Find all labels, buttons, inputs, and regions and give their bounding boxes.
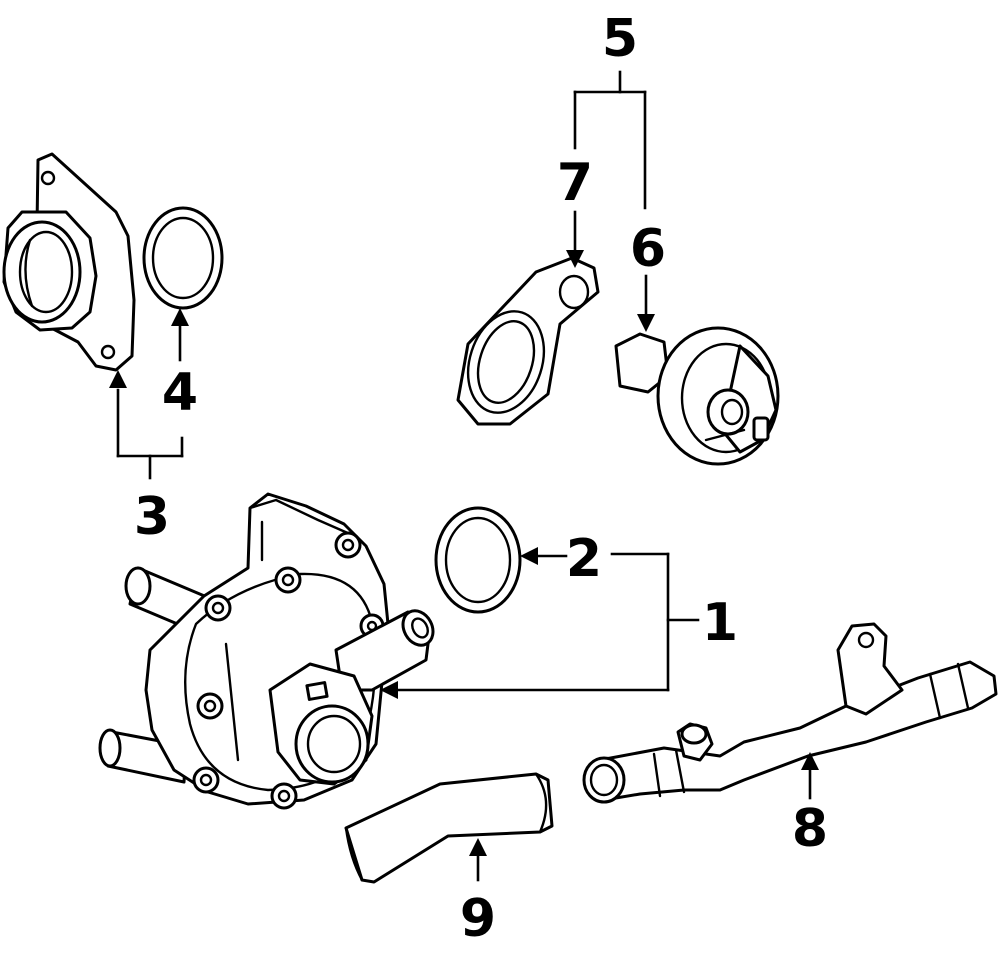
callout-5: 5	[602, 9, 638, 69]
arrow-3	[109, 370, 127, 388]
callout-2: 2	[566, 529, 602, 589]
part-6-thermostat	[614, 326, 780, 466]
arrow-7	[566, 250, 584, 268]
callout-9: 9	[460, 889, 496, 949]
arrow-1	[380, 681, 398, 699]
part-2-gasket	[434, 506, 522, 614]
part-3-outlet-housing	[2, 152, 136, 372]
arrow-6	[637, 314, 655, 332]
part-8-coolant-pipe	[582, 622, 998, 804]
callout-8: 8	[792, 799, 828, 859]
callout-1: 1	[702, 593, 738, 653]
arrow-2	[520, 547, 538, 565]
callout-3: 3	[134, 487, 170, 547]
callout-6: 6	[630, 219, 666, 279]
part-7-thermostat-gasket	[456, 256, 600, 426]
leader-lines	[109, 70, 819, 882]
part-1-water-pump	[98, 492, 435, 810]
arrow-9	[469, 838, 487, 856]
arrow-8	[801, 752, 819, 770]
callout-7: 7	[557, 153, 593, 213]
part-4-o-ring	[142, 206, 224, 310]
arrow-4	[171, 308, 189, 326]
callout-4: 4	[162, 363, 198, 423]
callout-labels: 5 7 6 4 3 2 1 8 9	[134, 9, 828, 949]
part-9-hose	[344, 772, 554, 884]
